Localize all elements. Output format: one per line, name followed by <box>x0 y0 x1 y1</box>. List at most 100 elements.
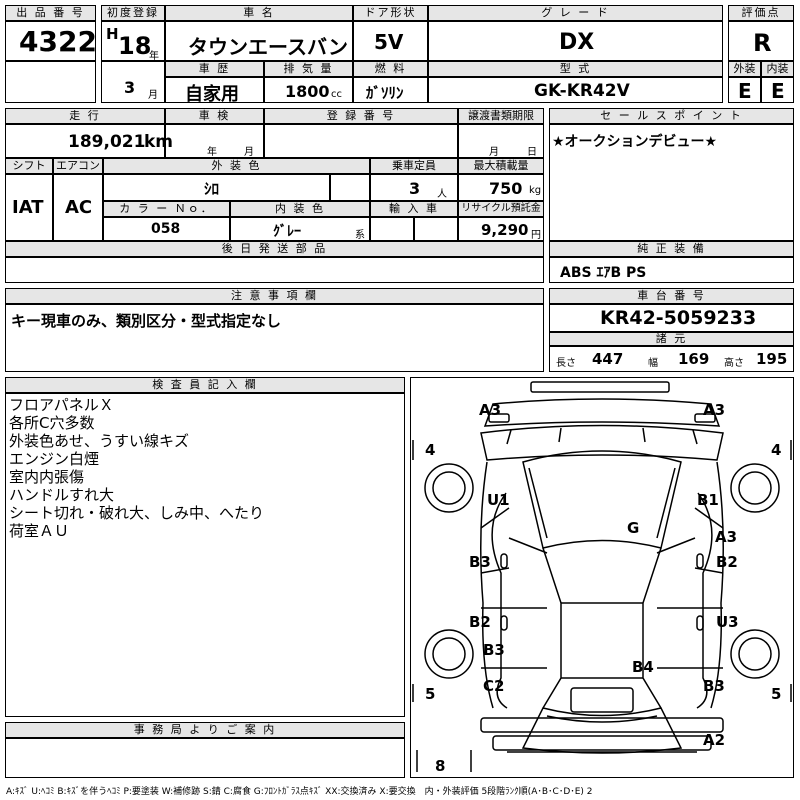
sales-point-box: ★オークションデビュー★ <box>549 124 794 241</box>
int-label: 内装 <box>761 61 794 77</box>
transfer-deadline-box: 月 日 <box>458 124 544 158</box>
damage-a3-side: A3 <box>715 528 738 546</box>
displacement-box: 1800 cc <box>264 77 353 103</box>
inspector-label: 検 査 員 記 入 欄 <box>5 377 405 393</box>
damage-b4: B4 <box>632 658 654 676</box>
aircon-label: エアコン <box>53 158 103 174</box>
reg-year: 18 <box>118 32 152 60</box>
mileage-box: 189,021 km <box>5 124 173 158</box>
interior-color-label: 内 装 色 <box>230 201 370 217</box>
car-name: タウンエースバン <box>188 35 348 59</box>
damage-c2: C2 <box>483 677 505 695</box>
inspection-label: 車 検 <box>165 108 264 124</box>
history-label: 車 歴 <box>165 61 264 77</box>
tire-front-right: 4 <box>771 441 782 459</box>
door-label: ドア形状 <box>353 5 428 21</box>
max-load-box: 750 kg <box>458 174 544 201</box>
damage-a3-left: A3 <box>479 401 502 419</box>
max-load-label: 最大積載量 <box>458 158 544 174</box>
model-label: 型 式 <box>428 61 723 77</box>
car-name-box: タウンエースバン <box>165 21 353 61</box>
inspection-box: 年 月 <box>165 124 264 158</box>
inspector-note: フロアパネルＸ <box>9 396 114 414</box>
damage-b3-left2: B3 <box>483 641 505 659</box>
spec-height: 195 <box>756 350 788 368</box>
door-box: 5V <box>353 21 428 61</box>
score-label: 評価点 <box>728 5 794 21</box>
car-outline-diagram <box>412 381 792 772</box>
caution: キー現車のみ、類別区分・型式指定なし <box>11 312 282 330</box>
inspector-note: ハンドルすれ大 <box>9 486 115 504</box>
later-parts-label: 後 日 発 送 部 品 <box>5 241 544 257</box>
mileage: 189,021 <box>68 132 146 152</box>
first-reg-month-box: 3 月 <box>101 61 165 103</box>
office-label: 事 務 局 よ り ご 案 内 <box>5 722 405 738</box>
reg-month: 3 <box>124 78 136 97</box>
caution-label: 注 意 事 項 欄 <box>5 288 544 304</box>
damage-b3-right: B3 <box>703 677 725 695</box>
fuel-label: 燃 料 <box>353 61 428 77</box>
sales-point: ★オークションデビュー★ <box>552 134 718 150</box>
reg-no-label: 登 録 番 号 <box>264 108 458 124</box>
legend: A:ｷｽﾞ U:ﾍｺﾐ B:ｷｽﾞを伴うﾍｺﾐ P:要塗装 W:補修跡 S:錆 … <box>6 787 593 797</box>
aircon-box: AC <box>53 174 103 241</box>
spare-tire: 8 <box>435 757 446 775</box>
ext-label: 外装 <box>728 61 761 77</box>
chassis-label: 車 台 番 号 <box>549 288 794 304</box>
tire-rear-left: 5 <box>425 685 436 703</box>
inspector-note: シート切れ・破れ大、しみ中、へたり <box>9 504 265 522</box>
grade-label: グ レ ー ド <box>428 5 723 21</box>
model-box: GK-KR42V <box>428 77 723 103</box>
recycle-fee: 9,290 <box>481 221 529 239</box>
lot-number: 4322 <box>19 25 97 58</box>
inspector-note: エンジン白煙 <box>9 450 100 468</box>
shift-box: IAT <box>5 174 53 241</box>
capacity: 3 <box>409 179 421 198</box>
capacity-box: 3 人 <box>370 174 458 201</box>
history: 自家用 <box>185 84 239 105</box>
sales-point-label: セ ー ル ス ポ イ ン ト <box>549 108 794 124</box>
car-name-label: 車 名 <box>165 5 353 21</box>
exterior-color: ｼﾛ <box>204 180 220 198</box>
exterior-color-label: 外 装 色 <box>103 158 370 174</box>
damage-u3: U3 <box>716 613 739 631</box>
reg-no-box <box>264 124 458 158</box>
first-reg-box: H 18 年 <box>101 21 165 62</box>
door-type: 5V <box>374 30 404 54</box>
color-no-label: カ ラ ー Ｎｏ． <box>103 201 230 217</box>
damage-g: G <box>627 519 640 537</box>
grade-box: DX <box>428 21 723 61</box>
score: R <box>753 29 772 57</box>
inspector-note: 荷室ＡＵ <box>9 522 70 540</box>
caution-box: キー現車のみ、類別区分・型式指定なし <box>5 304 544 372</box>
damage-b1: B1 <box>697 491 719 509</box>
interior-color-box: ｸﾞﾚｰ 系 <box>230 217 370 241</box>
shift-label: シフト <box>5 158 53 174</box>
inspector-note: 外装色あせ、うすい線キズ <box>9 432 190 450</box>
max-load: 750 <box>489 179 523 198</box>
chassis-box: KR42-5059233 <box>549 304 794 332</box>
damage-b3-left: B3 <box>469 553 491 571</box>
transfer-deadline-label: 譲渡書類期限 <box>458 108 544 124</box>
equipment: ABS ｴｱB PS <box>560 265 647 281</box>
equipment-box: ABS ｴｱB PS <box>549 257 794 283</box>
era: H <box>106 25 119 43</box>
lot-box: 4322 <box>5 21 97 61</box>
inspector-note: 室内内張傷 <box>9 468 85 486</box>
recycle-label: リサイクル預託金 <box>458 201 544 217</box>
lot-label: 出 品 番 号 <box>5 5 96 21</box>
import-label: 輸 入 車 <box>370 201 458 217</box>
equipment-label: 純 正 装 備 <box>549 241 794 257</box>
mileage-label: 走 行 <box>5 108 165 124</box>
fuel: ｶﾞｿﾘﾝ <box>366 84 404 102</box>
exterior-color-box: ｼﾛ <box>103 174 330 201</box>
spec-width: 169 <box>678 350 710 368</box>
damage-u1: U1 <box>487 491 510 509</box>
damage-a2: A2 <box>703 731 726 749</box>
recycle-box: 9,290 円 <box>458 217 544 241</box>
specs-label: 諸 元 <box>549 332 794 346</box>
inspector-note: 各所C穴多数 <box>9 414 95 432</box>
grade: DX <box>559 30 595 55</box>
